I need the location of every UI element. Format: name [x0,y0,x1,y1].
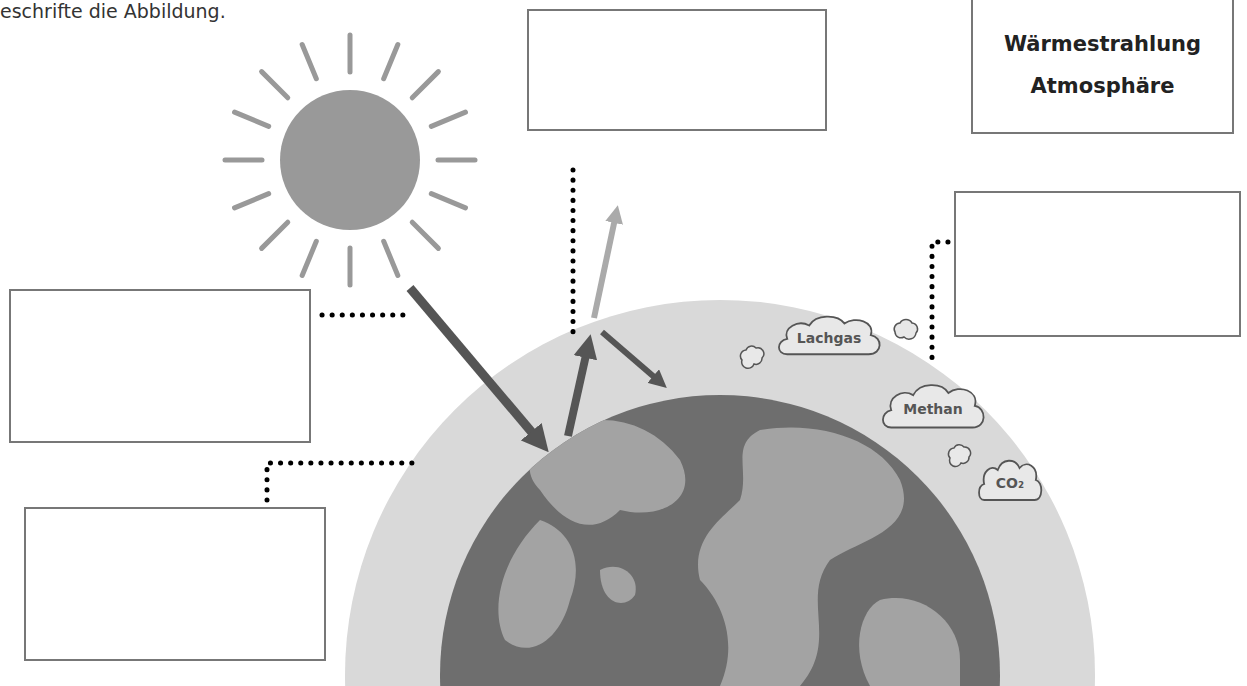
gas-cloud: Methan [878,380,988,434]
word-bank-term: Wärmestrahlung [1004,32,1201,56]
atmosphere [345,300,1095,686]
gas-cloud: Lachgas [774,312,884,360]
answer-box [25,508,325,660]
answer-box [955,192,1240,336]
earth [440,395,1000,686]
sun [225,35,475,285]
word-bank-box [972,0,1233,133]
gas-name: Methan [903,401,963,417]
word-bank: WärmestrahlungAtmosphäre [972,0,1233,133]
continents [498,420,960,686]
word-bank-term: Atmosphäre [1031,74,1175,98]
leader-lines [267,170,948,500]
radiation-arrows [410,214,660,442]
gas-name: CO₂ [996,475,1024,491]
answer-box [10,290,310,442]
instruction-text: eschrifte die Abbildung. [0,0,226,22]
answer-box [528,10,826,130]
gas-cloud: CO₂ [976,456,1044,506]
gas-name: Lachgas [797,330,861,346]
